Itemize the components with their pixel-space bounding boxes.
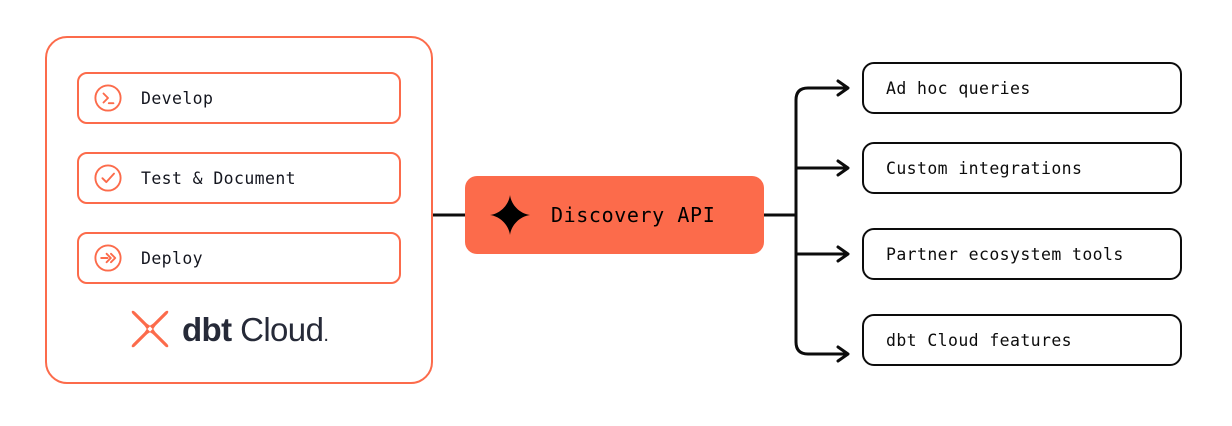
output-label: Custom integrations	[886, 158, 1083, 178]
dbt-x-mark-icon	[131, 310, 169, 348]
stage-deploy[interactable]: Deploy	[77, 232, 401, 284]
arrowhead-custom-integrations	[836, 159, 850, 177]
output-custom-integrations[interactable]: Custom integrations	[862, 142, 1182, 194]
discovery-api-label: Discovery API	[551, 203, 716, 227]
four-point-sparkle-icon	[490, 195, 530, 235]
stage-label: Test & Document	[141, 168, 297, 188]
dbt-cloud-logo: dbt Cloud.	[128, 306, 329, 352]
dbt-word: dbt	[182, 310, 232, 348]
output-ad-hoc-queries[interactable]: Ad hoc queries	[862, 62, 1182, 114]
output-dbt-cloud-features[interactable]: dbt Cloud features	[862, 314, 1182, 366]
terminal-prompt-icon	[94, 84, 122, 112]
discovery-api-node[interactable]: Discovery API	[465, 176, 764, 254]
cloud-word-text: Cloud	[240, 310, 324, 348]
double-chevron-right-circle-icon	[94, 244, 122, 272]
edge-branch-dbt-cloud-features	[794, 341, 846, 356]
output-label: dbt Cloud features	[886, 330, 1073, 350]
output-label: Partner ecosystem tools	[886, 244, 1124, 264]
output-partner-ecosystem-tools[interactable]: Partner ecosystem tools	[862, 228, 1182, 280]
dbt-cloud-wordmark: dbt Cloud.	[182, 310, 329, 348]
logo-trailing-dot: .	[323, 323, 329, 346]
stage-develop[interactable]: Develop	[77, 72, 401, 124]
arrowhead-partner-ecosystem-tools	[836, 245, 850, 263]
arrowhead-dbt-cloud-features	[836, 345, 850, 363]
stage-label: Develop	[141, 88, 214, 108]
output-label: Ad hoc queries	[886, 78, 1031, 98]
arrowhead-ad-hoc-queries	[836, 79, 850, 97]
cloud-word	[232, 311, 241, 348]
check-circle-icon	[94, 164, 122, 192]
edge-branch-ad-hoc-queries	[794, 86, 846, 101]
stage-label: Deploy	[141, 248, 204, 268]
stage-test-and-document[interactable]: Test & Document	[77, 152, 401, 204]
